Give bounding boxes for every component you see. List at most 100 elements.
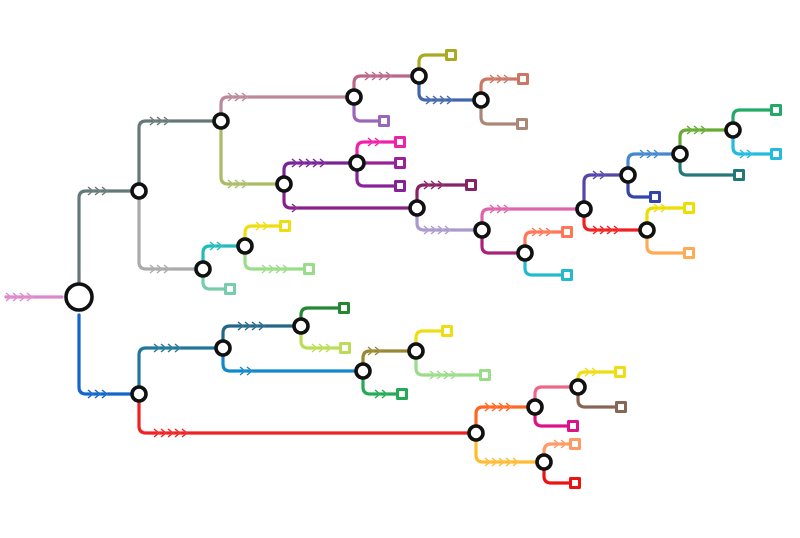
branch-lilac-line [415, 206, 477, 232]
tip-magenta-chevron [367, 137, 374, 147]
tip-blue3-line [626, 173, 653, 199]
tip-coral [523, 226, 573, 255]
tip-green4-line [361, 369, 400, 396]
branch-olive-chevron [241, 179, 248, 189]
tip-magenta3-tip-square [567, 420, 579, 432]
branch-magenta2 [480, 228, 521, 255]
branch-blue-line [77, 313, 133, 396]
branch-red2-chevron [606, 225, 613, 235]
tip-yellow3-tip-square [441, 325, 453, 337]
branch-green2 [678, 125, 728, 156]
tree-nodes [64, 67, 742, 471]
tip-lightgreen2 [414, 349, 491, 381]
tip-green3-tip-square [770, 104, 782, 116]
branch-indigo [582, 170, 623, 211]
tip-magenta3 [533, 405, 579, 432]
branch-blue-chevron [101, 389, 108, 399]
branch-orange-chevron [484, 402, 491, 412]
tip-brown-tip-square [516, 118, 528, 130]
tip-green4-chevron [381, 389, 388, 399]
branch-steel-chevron [425, 95, 432, 105]
branch-ltorange-chevron [505, 457, 512, 467]
tip-green3 [731, 104, 782, 132]
branch-gray-b [137, 116, 215, 193]
tip-lightgreen2-chevron [443, 370, 450, 380]
branch-gray-b-chevron [156, 116, 163, 126]
tip-olive-line [417, 53, 447, 78]
node-magenta2 [516, 244, 534, 262]
branch-blue4 [221, 346, 357, 376]
tip-brown-line [479, 98, 520, 126]
branch-olive [219, 119, 278, 189]
branch-blue2-line [626, 152, 675, 177]
node-gray-b [212, 112, 230, 130]
tip-lightgreen-tip-square [303, 263, 315, 275]
tip-lavender [352, 95, 390, 127]
tip-peach [542, 438, 581, 464]
branch-red2-chevron [599, 225, 606, 235]
branch-steel-chevron [439, 95, 446, 105]
branch-violet-chevron [312, 158, 319, 168]
branch-gray-b-chevron [149, 116, 156, 126]
tip-dkmagenta-chevron [430, 180, 437, 190]
branch-pink [480, 204, 578, 232]
tip-dkmagenta-tip-square [465, 179, 477, 191]
branch-teal-chevron [216, 241, 223, 251]
tip-lime-tip-square [339, 342, 351, 354]
branch-teal4 [221, 321, 295, 350]
branch-teal4-chevron [251, 321, 258, 331]
branch-teal4-line [221, 324, 295, 350]
tip-green4 [361, 369, 408, 400]
branch-olive2-chevron [374, 346, 381, 356]
branch-magenta2-line [480, 228, 521, 255]
tip-peach-line [542, 442, 573, 464]
branch-orange-line [474, 405, 528, 435]
node-gray-c [194, 260, 212, 278]
branch-gray-a [77, 186, 133, 299]
branch-blue4-chevron [246, 366, 253, 376]
branch-lilac-chevron [444, 225, 451, 235]
tip-yellow2-tip-square [683, 202, 695, 214]
tip-yellow3 [414, 325, 453, 353]
tip-lightgreen-chevron [275, 264, 282, 274]
tip-brown2-line [576, 385, 619, 409]
branch-blue-chevron [87, 389, 94, 399]
branch-teal4-chevron [258, 321, 265, 331]
branch-mauve2-chevron [371, 71, 378, 81]
tip-brown [479, 98, 528, 130]
tip-cyan-line [523, 251, 565, 277]
tip-purple2-line [355, 161, 399, 188]
tip-lightgreen2-line [414, 349, 483, 377]
node-orange [526, 398, 544, 416]
branch-steel-line [417, 74, 476, 102]
branch-gray-b-line [137, 119, 215, 193]
branch-lilac-chevron [437, 225, 444, 235]
branch-orange-chevron [505, 402, 512, 412]
tip-blue3-tip-square [649, 191, 661, 203]
node-pink2 [569, 378, 587, 396]
tip-peach-tip-square [569, 438, 581, 450]
branch-gray-a-chevron [101, 186, 108, 196]
branch-teal4-chevron [237, 321, 244, 331]
branch-lilac-chevron [423, 225, 430, 235]
branch-pink2-line [533, 385, 572, 409]
branch-mauve-chevron [241, 92, 248, 102]
branch-teal-line [201, 244, 240, 271]
tip-coral-chevron [531, 227, 538, 237]
tip-brown2-tip-square [615, 401, 627, 413]
tip-yellow [243, 220, 291, 248]
branch-ltorange [474, 431, 538, 467]
tip-yellow2-line [645, 206, 687, 232]
tip-salmon-tip-square [517, 73, 529, 85]
branch-violet-line [282, 161, 351, 186]
node-blue2 [671, 145, 689, 163]
node-olive2 [407, 342, 425, 360]
tip-orange2-line [645, 228, 687, 255]
tip-magenta-tip-square [394, 136, 406, 148]
branch-gray-c [137, 189, 198, 274]
branch-mauve [219, 92, 348, 123]
branch-teal [201, 241, 240, 271]
tip-mint-tip-square [224, 283, 236, 295]
branch-teal3 [137, 343, 217, 396]
branch-olive2-chevron [367, 346, 374, 356]
